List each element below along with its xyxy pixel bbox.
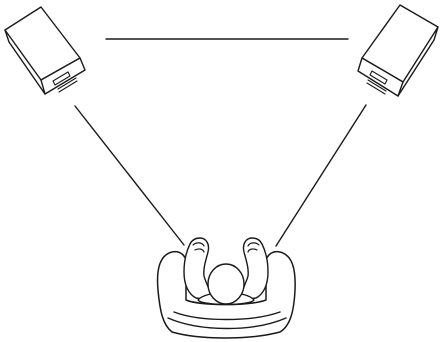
left-speaker-to-listener-line: [74, 105, 185, 246]
left-speaker-woofer-icon: [57, 77, 78, 93]
right-speaker-tweeter-icon: [369, 70, 388, 85]
listener-in-armchair: [156, 237, 296, 339]
right-speaker-woofer-icon: [366, 79, 387, 95]
right-speaker-to-listener-line: [275, 104, 367, 247]
listener-right-hand-icon: [247, 242, 260, 253]
left-speaker-tweeter-icon: [52, 71, 71, 86]
listener-right-arm: [240, 237, 269, 301]
listener-head: [207, 263, 245, 305]
listener-left-hand-icon: [192, 242, 205, 253]
left-speaker: [4, 6, 86, 95]
listener-left-arm: [183, 237, 212, 301]
right-speaker: [357, 4, 439, 97]
